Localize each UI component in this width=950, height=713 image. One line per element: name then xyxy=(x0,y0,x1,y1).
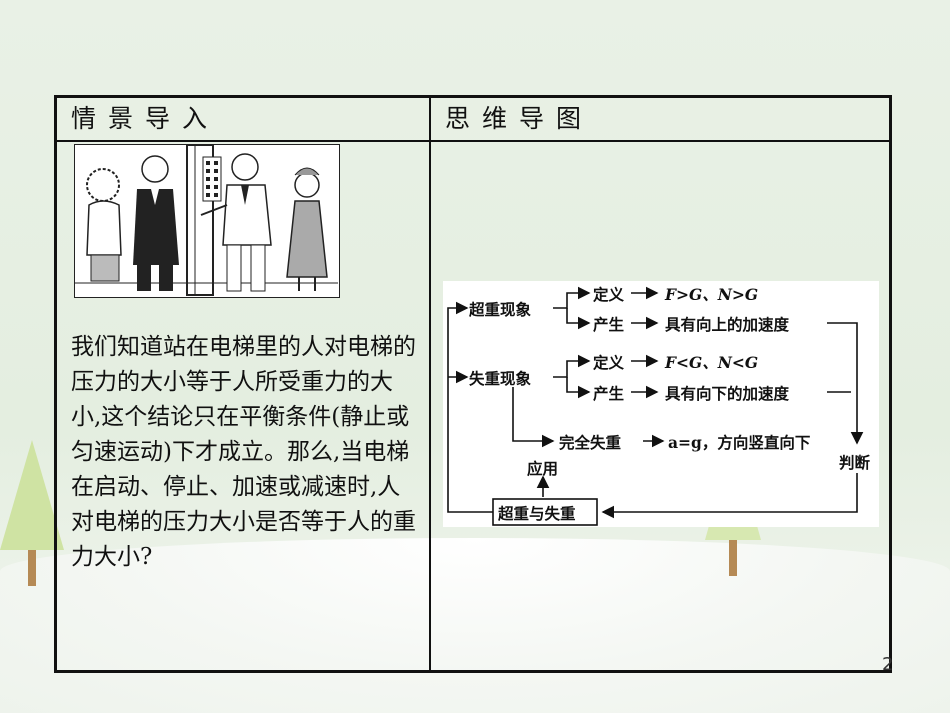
header-scene-intro: 情景导入 xyxy=(71,104,220,133)
intro-paragraph: 我们知道站在电梯里的人对电梯的压力的大小等于人所受重力的大小,这个结论只在平衡条… xyxy=(71,334,416,570)
node-definition-1: 定义 xyxy=(593,285,625,304)
page-number: 2 xyxy=(882,654,894,675)
node-judge: 判断 xyxy=(839,453,871,472)
node-complete-weightless: 完全失重 xyxy=(559,433,622,452)
node-root: 超重与失重 xyxy=(498,504,576,523)
header-mind-map: 思维导图 xyxy=(445,104,594,133)
node-condition-2: F<G、N<G xyxy=(665,353,759,372)
node-weightless: 失重现象 xyxy=(469,369,532,388)
node-complete-condition: a=g，方向竖直向下 xyxy=(668,433,811,452)
node-condition-1: F>G、N>G xyxy=(665,285,759,304)
mind-map-diagram: 超重现象 失重现象 定义 F>G、N>G 产生 具有向上的加速度 定义 F<G、… xyxy=(443,281,879,527)
table-header-row: 情景导入 思维导图 xyxy=(57,98,889,142)
node-acceleration-up: 具有向上的加速度 xyxy=(665,315,790,334)
node-definition-2: 定义 xyxy=(593,353,625,372)
snow-background xyxy=(0,538,950,713)
elevator-illustration xyxy=(74,144,340,298)
content-table: 情景导入 思维导图 xyxy=(54,95,892,673)
node-production-1: 产生 xyxy=(593,315,625,334)
node-acceleration-down: 具有向下的加速度 xyxy=(665,384,790,403)
node-overweight: 超重现象 xyxy=(469,300,532,319)
node-apply: 应用 xyxy=(527,459,559,478)
left-tree-decoration xyxy=(0,440,64,586)
node-production-2: 产生 xyxy=(593,384,625,403)
column-divider xyxy=(429,98,431,670)
